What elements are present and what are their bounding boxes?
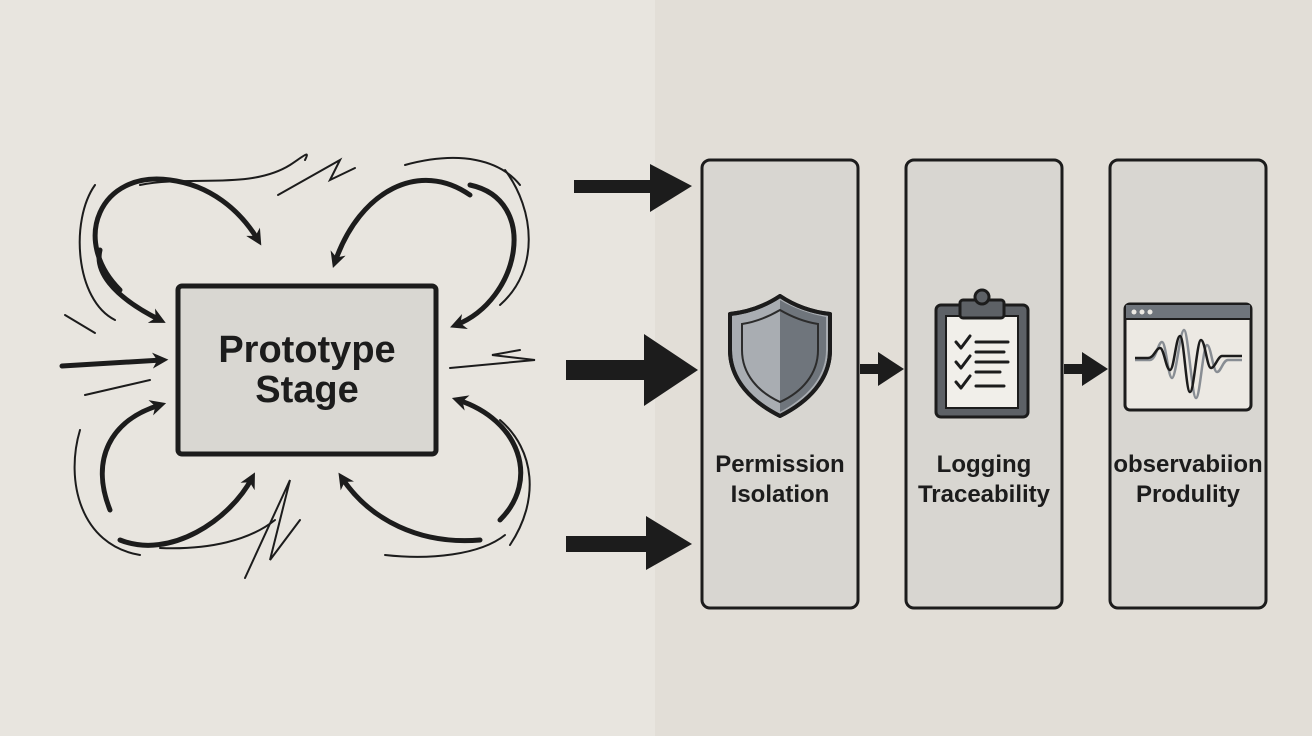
arrow-top-left-in — [92, 176, 262, 293]
arrow-right-top-in — [450, 182, 517, 329]
arrow-top-center-in — [330, 177, 473, 269]
feedback-arrows — [59, 176, 524, 548]
prototype-box — [175, 283, 439, 457]
stage-label-permission: Permission Isolation — [702, 450, 858, 510]
waveform-monitor-icon — [1123, 302, 1253, 412]
prototype-label-line1: Prototype — [218, 329, 396, 371]
arrow-middle-main — [566, 334, 698, 406]
arrow-left-upper-in — [96, 247, 166, 323]
stage-label-line2: Traceability — [917, 481, 1051, 508]
stage-label-line1: Logging — [936, 451, 1032, 478]
stage-label-observability: observabiion Produlity — [1110, 450, 1266, 510]
connector-logging-to-observability — [1064, 352, 1108, 386]
sketch-marks — [64, 153, 536, 579]
stage-label-line2: Isolation — [730, 481, 830, 508]
stage-label-line1: observabiion — [1113, 451, 1263, 478]
arrow-right-bottom-in — [451, 395, 524, 523]
main-arrows — [566, 164, 698, 570]
stage-label-line2: Produlity — [1135, 481, 1240, 508]
panel-connectors — [860, 352, 1108, 386]
arrow-bottom-main — [566, 516, 692, 570]
arrow-left-mid-in — [59, 352, 169, 369]
arrow-top-main — [574, 164, 692, 212]
stage-label-line1: Permission — [715, 451, 845, 478]
arrow-left-bottom-in — [99, 400, 167, 513]
prototype-label-line2: Stage — [255, 369, 359, 411]
arrow-bottom-left-in — [117, 472, 255, 548]
clipboard-checklist-icon — [934, 288, 1030, 419]
prototype-stage-label: Prototype Stage — [178, 286, 436, 454]
shield-icon — [728, 294, 832, 418]
arrow-bottom-right-in — [338, 472, 483, 544]
stage-label-logging: Logging Traceability — [906, 450, 1062, 510]
connector-permission-to-logging — [860, 352, 904, 386]
